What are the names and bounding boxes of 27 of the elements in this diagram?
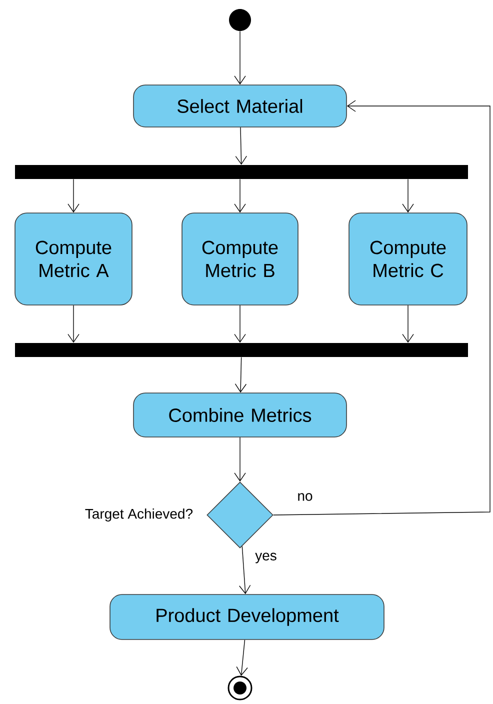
arrow <box>402 305 414 343</box>
arrow <box>239 546 251 594</box>
arrow <box>402 178 414 213</box>
action-box: Compute Metric B <box>182 212 298 306</box>
action-box: Compute Metric C <box>348 212 468 306</box>
action-box: Select Material <box>133 84 347 128</box>
action-box: Combine Metrics <box>133 392 347 438</box>
sync-bar <box>15 343 468 357</box>
arrow <box>273 100 490 516</box>
arrow <box>236 640 248 676</box>
arrow <box>234 305 246 343</box>
arrow <box>234 30 246 85</box>
arrow <box>235 127 247 165</box>
arrow <box>234 356 247 393</box>
edge-label: yes <box>254 552 278 564</box>
action-box: Compute Metric A <box>14 212 132 306</box>
decision-diamond <box>206 482 274 548</box>
arrow <box>68 178 80 213</box>
start-node <box>229 9 251 31</box>
arrow <box>234 437 246 482</box>
condition-label: Target Achieved? <box>85 508 193 522</box>
edge-label: no <box>296 492 314 502</box>
sync-bar <box>15 165 468 179</box>
arrow <box>234 178 246 213</box>
end-node <box>228 676 252 700</box>
action-box: Product Development <box>110 594 384 640</box>
arrow <box>68 305 80 343</box>
